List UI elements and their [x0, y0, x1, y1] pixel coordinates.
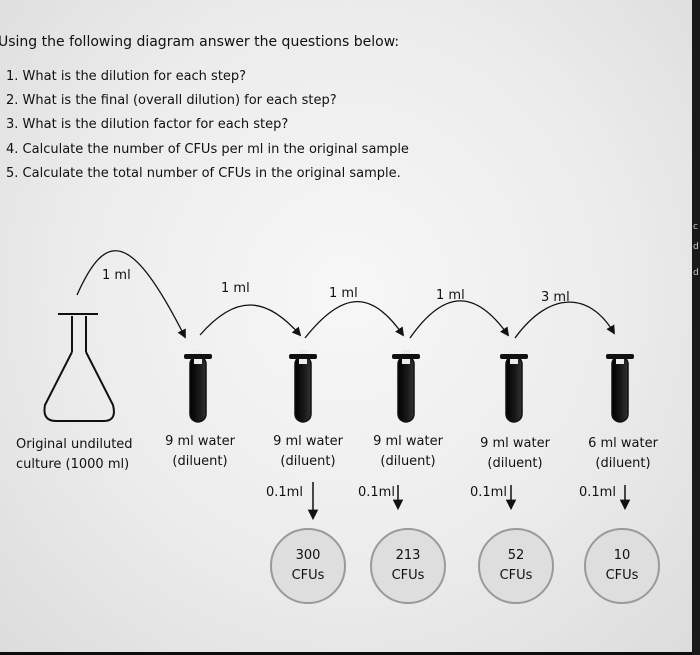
transfer-arrow — [409, 300, 510, 339]
transfer-volume-label: 1 ml — [102, 268, 131, 283]
transfer-volume-label: 1 ml — [436, 288, 465, 303]
plated-volume-label: 0.1ml — [470, 485, 507, 500]
flask-label: Original undiluted culture (1000 ml) — [16, 437, 133, 472]
transfer-arrow — [199, 304, 302, 337]
question-item: 4. Calculate the number of CFUs per ml i… — [6, 141, 409, 157]
tube-label: 9 ml water(diluent) — [165, 434, 235, 469]
test-tube-icon — [606, 350, 634, 423]
question-item: 1. What is the dilution for each step? — [6, 69, 247, 84]
cutoff-text: d — [693, 268, 699, 278]
plated-volume-label: 0.1ml — [358, 485, 395, 500]
tube-label: 9 ml water(diluent) — [373, 434, 443, 469]
question-item: 3. What is the dilution factor for each … — [6, 117, 289, 133]
tube-label: 9 ml water(diluent) — [480, 436, 550, 471]
tube-label: 6 ml water(diluent) — [588, 436, 658, 471]
transfer-arrow — [304, 301, 405, 339]
page-edge — [692, 0, 700, 655]
question-item: 2. What is the final (overall dilution) … — [6, 93, 337, 109]
tube-label: 9 ml water(diluent) — [273, 434, 343, 469]
erlenmeyer-flask-icon — [43, 313, 115, 422]
transfer-volume-label: 1 ml — [221, 281, 250, 296]
plated-volume-label: 0.1ml — [266, 485, 303, 500]
transfer-arrow — [514, 301, 615, 339]
test-tube-icon — [500, 350, 528, 423]
question-list: 1. What is the dilution for each step? 2… — [6, 65, 409, 186]
test-tube-icon — [392, 350, 420, 423]
plated-volume-label: 0.1ml — [579, 485, 616, 500]
cutoff-text: c — [693, 222, 698, 232]
transfer-arrow — [76, 250, 186, 339]
instructions-heading: Using the following diagram answer the q… — [0, 34, 400, 50]
transfer-volume-label: 1 ml — [329, 286, 358, 301]
test-tube-icon — [184, 350, 212, 423]
transfer-volume-label: 3 ml — [541, 290, 570, 305]
cutoff-text: d — [693, 242, 699, 252]
test-tube-icon — [289, 350, 317, 423]
question-item: 5. Calculate the total number of CFUs in… — [6, 165, 401, 181]
